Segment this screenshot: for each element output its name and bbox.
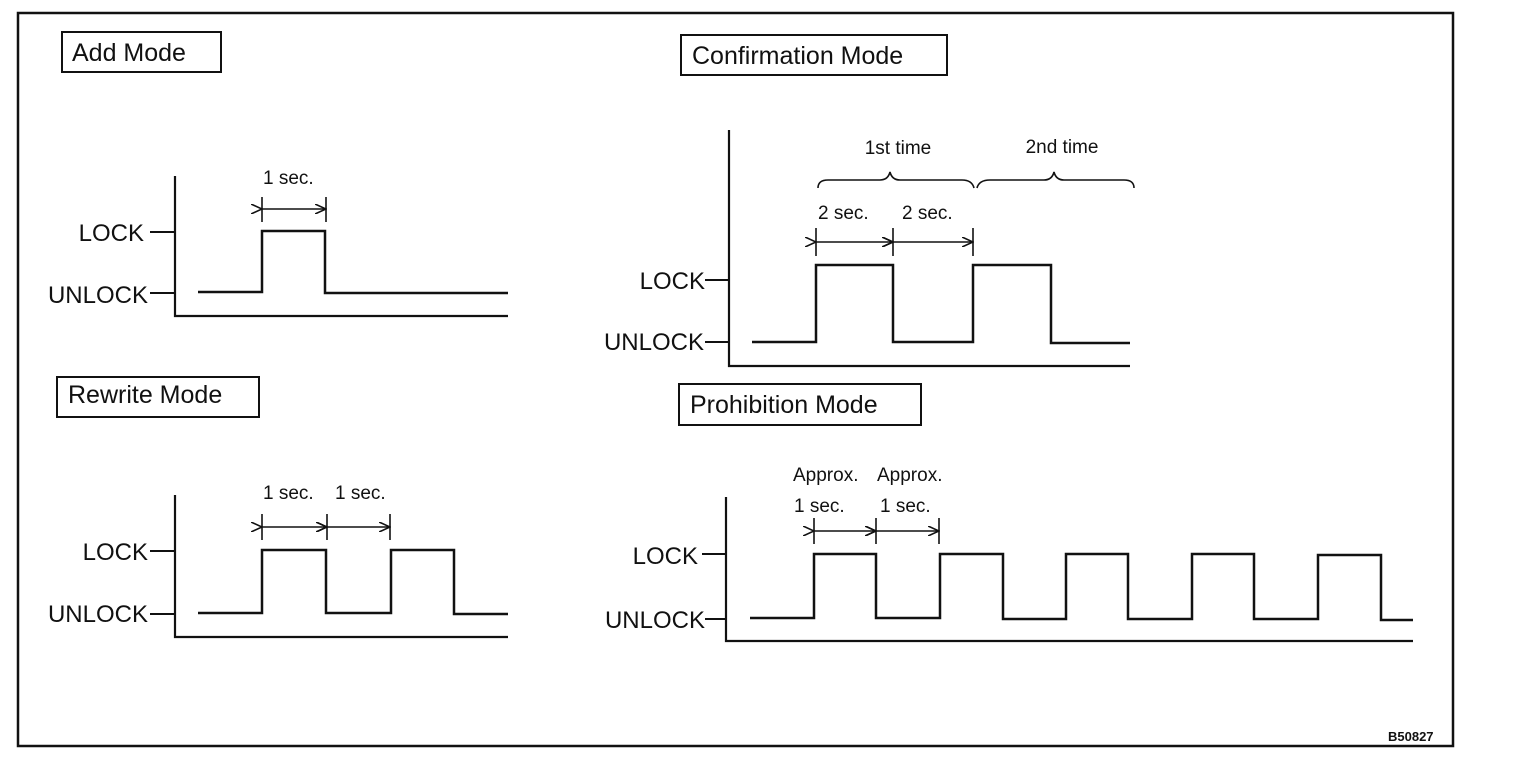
figure-border xyxy=(16,11,1455,748)
confirmation-mode-panel: Confirmation Mode LOCK UNLOCK 1st time 2… xyxy=(604,34,1135,368)
confirmation-axes xyxy=(727,130,1130,368)
add-axes xyxy=(173,176,508,318)
add-mode-title: Add Mode xyxy=(72,39,186,67)
prohibition-mode-panel: Prohibition Mode LOCK UNLOCK Approx. 1 s… xyxy=(605,383,1413,643)
rewrite-axes xyxy=(173,495,508,639)
rewrite-mode-title-box xyxy=(56,376,260,418)
prohibition-waveform xyxy=(750,552,1413,622)
confirmation-lock-label: LOCK xyxy=(640,268,705,295)
rewrite-duration-label-1: 1 sec. xyxy=(263,483,314,504)
confirmation-first-time-label: 1st time xyxy=(865,138,932,159)
confirmation-unlock-label: UNLOCK xyxy=(604,329,704,356)
add-mode-panel: Add Mode LOCK UNLOCK 1 sec. xyxy=(48,31,508,318)
add-mode-title-box xyxy=(61,31,222,73)
add-waveform xyxy=(198,229,508,295)
confirmation-duration-label-1: 2 sec. xyxy=(818,203,869,224)
prohibition-approx-label-1: Approx. xyxy=(793,465,858,486)
rewrite-unlock-label: UNLOCK xyxy=(48,601,148,628)
prohibition-duration-label-2: 1 sec. xyxy=(880,496,931,517)
rewrite-mode-panel: Rewrite Mode LOCK UNLOCK 1 sec. 1 sec. xyxy=(48,376,508,639)
prohibition-duration-label-1: 1 sec. xyxy=(794,496,845,517)
add-duration-label: 1 sec. xyxy=(263,168,314,189)
confirmation-second-time-label: 2nd time xyxy=(1026,137,1099,158)
confirmation-waveform xyxy=(752,263,1130,345)
prohibition-mode-title-box xyxy=(678,383,922,426)
prohibition-unlock-label: UNLOCK xyxy=(605,607,705,634)
prohibition-mode-title: Prohibition Mode xyxy=(690,391,878,419)
confirmation-first-time-brace xyxy=(817,171,975,189)
prohibition-approx-label-2: Approx. xyxy=(877,465,942,486)
confirmation-second-time-brace xyxy=(976,171,1135,189)
confirmation-mode-title-box xyxy=(680,34,948,76)
figure-reference-code: B50827 xyxy=(1388,729,1434,744)
rewrite-lock-label: LOCK xyxy=(83,539,148,566)
confirmation-duration-label-2: 2 sec. xyxy=(902,203,953,224)
rewrite-mode-title: Rewrite Mode xyxy=(68,381,222,409)
prohibition-lock-label: LOCK xyxy=(633,543,698,570)
confirmation-mode-title: Confirmation Mode xyxy=(692,42,903,70)
rewrite-duration-label-2: 1 sec. xyxy=(335,483,386,504)
add-unlock-label: UNLOCK xyxy=(48,282,148,309)
rewrite-waveform xyxy=(198,548,508,616)
add-lock-label: LOCK xyxy=(79,220,144,247)
prohibition-axes xyxy=(724,497,1413,643)
